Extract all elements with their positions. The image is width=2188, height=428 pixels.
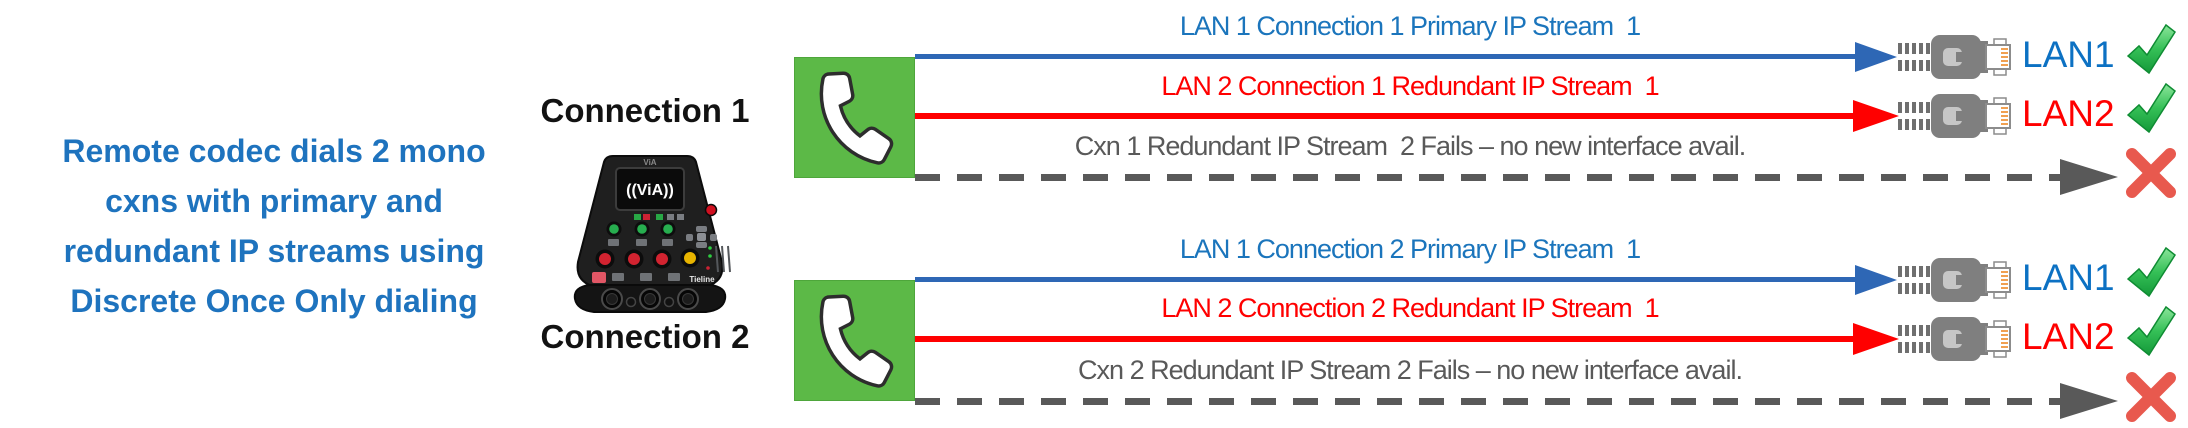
success-check-icon — [2124, 304, 2178, 363]
arrowhead-c2-redundant — [1853, 323, 1899, 355]
phone-handset-icon — [819, 294, 894, 388]
connection-1-label: Connection 1 — [540, 92, 750, 129]
stream-line-c2-redundant — [915, 336, 1857, 342]
caption-line-2: cxns with primary and — [105, 183, 443, 219]
stream-label-c1-failed: Cxn 1 Redundant IP Stream 2 Fails – no n… — [1074, 131, 1746, 161]
ethernet-plug-icon — [1898, 93, 2013, 144]
diagram-caption: Remote codec dials 2 mono cxns with prim… — [0, 126, 548, 326]
lan1-label: LAN1 — [2022, 34, 2115, 75]
arrowhead-c1-failed — [2060, 159, 2118, 195]
call-box-connection-2 — [794, 280, 915, 401]
device-screen-label: ((ViA)) — [626, 182, 674, 199]
stream-label-c2-failed: Cxn 2 Redundant IP Stream 2 Fails – no n… — [1078, 355, 1743, 385]
stream-line-c1-redundant — [915, 113, 1857, 119]
lan1-label: LAN1 — [2022, 257, 2115, 298]
caption-line-3: redundant IP streams using — [63, 233, 485, 269]
arrowhead-c2-primary — [1855, 265, 1897, 295]
success-check-icon — [2124, 22, 2178, 81]
caption-line-4: Discrete Once Only dialing — [70, 283, 478, 319]
device-top-label: ViA — [643, 158, 656, 167]
codec-device-image: ViA ((ViA)) — [573, 155, 731, 313]
ethernet-plug-icon — [1898, 34, 2013, 85]
ethernet-plug-icon — [1898, 316, 2013, 367]
stream-line-c2-failed — [915, 398, 2061, 405]
ethernet-plug-icon — [1898, 257, 2013, 308]
stream-line-c2-primary — [915, 277, 1857, 282]
arrowhead-c2-failed — [2060, 383, 2118, 419]
stream-line-c1-failed — [915, 174, 2061, 181]
stream-label-c2-redundant: LAN 2 Connection 2 Redundant IP Stream 1 — [1161, 293, 1659, 323]
lan2-label: LAN2 — [2022, 93, 2115, 134]
connection-2-label: Connection 2 — [540, 318, 750, 355]
lan2-label: LAN2 — [2022, 316, 2115, 357]
stream-label-c1-primary: LAN 1 Connection 1 Primary IP Stream 1 — [1179, 11, 1641, 41]
fail-cross-icon — [2122, 145, 2180, 206]
call-box-connection-1 — [794, 57, 915, 178]
arrowhead-c1-redundant — [1853, 100, 1899, 132]
stream-label-c1-redundant: LAN 2 Connection 1 Redundant IP Stream 1 — [1161, 71, 1659, 101]
success-check-icon — [2124, 245, 2178, 304]
fail-cross-icon — [2122, 369, 2180, 428]
stream-line-c1-primary — [915, 54, 1857, 59]
via-codec-device: ViA ((ViA)) — [550, 144, 750, 323]
stream-label-c2-primary: LAN 1 Connection 2 Primary IP Stream 1 — [1179, 234, 1641, 264]
success-check-icon — [2124, 81, 2178, 140]
phone-handset-icon — [819, 71, 894, 165]
caption-line-1: Remote codec dials 2 mono — [62, 133, 486, 169]
arrowhead-c1-primary — [1855, 42, 1897, 72]
device-brand-label: Tieline — [689, 275, 715, 284]
